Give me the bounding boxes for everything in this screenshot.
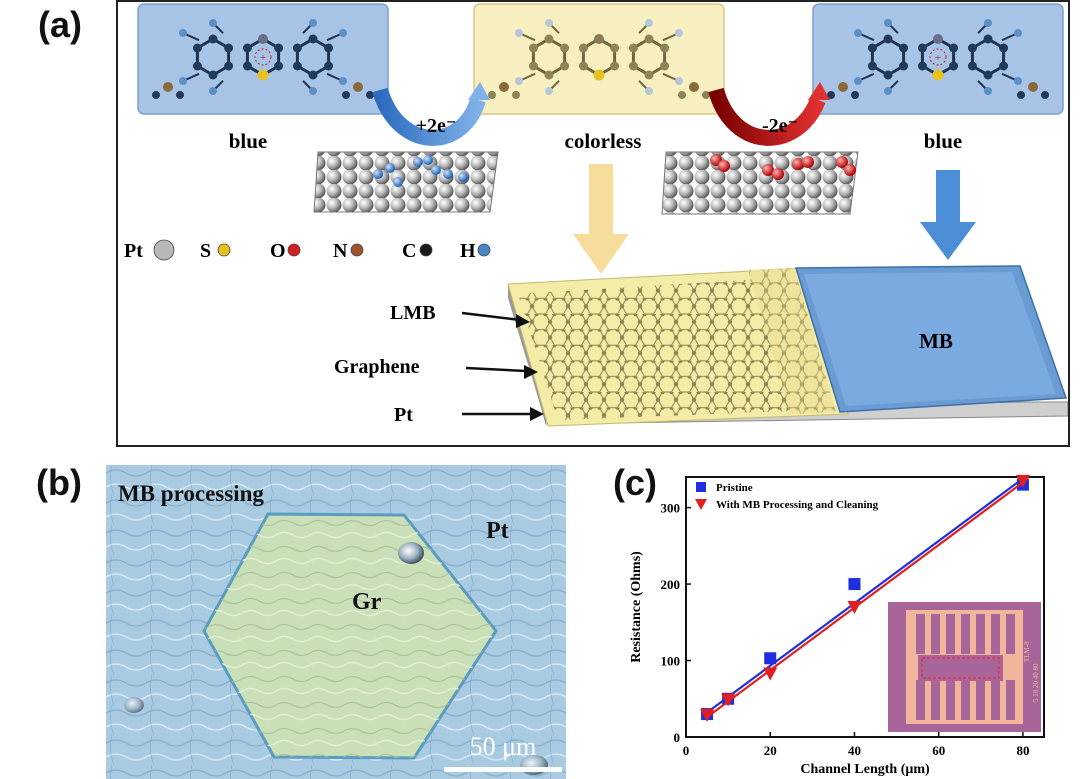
legend-label: Pristine bbox=[716, 482, 753, 494]
data-point bbox=[847, 601, 862, 614]
legend-symbol-Pt: Pt bbox=[124, 240, 143, 262]
panel-label-a: (a) bbox=[38, 4, 82, 45]
graphene-label: Graphene bbox=[334, 356, 420, 378]
panel-a-schematic: + + blue colorless blue +2e⁻ -2e⁻ bbox=[116, 0, 1070, 447]
legend-symbol-H: H bbox=[460, 240, 476, 262]
down-arrow-blue bbox=[920, 170, 976, 260]
molecule-box-blue-left: + bbox=[137, 3, 389, 115]
inset-text: 5 10 20 40 80 bbox=[1032, 663, 1040, 702]
y-axis-label: Resistance (Ohms) bbox=[629, 551, 644, 663]
legend-symbol-S: S bbox=[200, 240, 211, 262]
legend-atom-C bbox=[419, 243, 433, 257]
x-tick-label: 40 bbox=[848, 743, 861, 758]
fit-line bbox=[706, 477, 1024, 714]
legend-symbol-N: N bbox=[333, 240, 348, 262]
inset-text: TLM-8 bbox=[1023, 641, 1031, 662]
data-point bbox=[763, 667, 778, 681]
pt-region-label: Pt bbox=[486, 518, 509, 544]
data-point bbox=[1015, 474, 1030, 488]
oxidation-arrow: -2e⁻ bbox=[708, 82, 830, 146]
x-tick-label: 80 bbox=[1016, 743, 1029, 758]
legend-atom-H bbox=[477, 243, 491, 257]
state-label-right: blue bbox=[924, 129, 963, 153]
graphene-lattice bbox=[518, 278, 818, 420]
y-tick-label: 100 bbox=[661, 654, 681, 669]
legend-atom-S bbox=[217, 243, 231, 257]
data-point bbox=[721, 693, 736, 707]
fit-line bbox=[706, 481, 1024, 719]
pt-slab-left bbox=[313, 151, 499, 213]
svg-text:+: + bbox=[260, 52, 266, 64]
legend-label: With MB Processing and Cleaning bbox=[716, 499, 879, 511]
legend-symbol-C: C bbox=[402, 240, 416, 262]
legend-marker bbox=[696, 482, 706, 492]
micrograph-svg: MB processing Gr Pt 50 μm bbox=[106, 465, 566, 779]
x-tick-label: 0 bbox=[683, 743, 690, 758]
data-point bbox=[764, 652, 777, 665]
electron-label-plus: +2e⁻ bbox=[416, 115, 457, 137]
schematic-svg: + + blue colorless blue +2e⁻ -2e⁻ bbox=[124, 3, 1068, 427]
pt-slab-right bbox=[661, 151, 859, 215]
y-tick-label: 0 bbox=[674, 730, 681, 745]
legend-atom-N bbox=[350, 243, 364, 257]
atom-legend: Pt S O N C H bbox=[124, 239, 491, 262]
electron-label-minus: -2e⁻ bbox=[762, 115, 798, 137]
svg-text:+: + bbox=[935, 52, 941, 64]
y-tick-label: 200 bbox=[661, 577, 681, 592]
x-tick-label: 60 bbox=[932, 743, 945, 758]
mb-label: MB bbox=[919, 329, 953, 353]
panel-label-c: (c) bbox=[613, 462, 657, 503]
x-axis-label: Channel Length (μm) bbox=[800, 762, 930, 777]
graphene-pointer bbox=[465, 366, 527, 373]
bubble bbox=[398, 542, 424, 564]
legend-marker bbox=[695, 499, 707, 510]
legend-symbol-O: O bbox=[270, 240, 286, 262]
y-tick-label: 300 bbox=[661, 501, 681, 516]
panel-label-b: (b) bbox=[36, 462, 82, 503]
panel-b-micrograph: MB processing Gr Pt 50 μm bbox=[106, 465, 566, 779]
scale-bar bbox=[444, 767, 562, 772]
gr-label: Gr bbox=[352, 589, 382, 615]
series-1 bbox=[700, 474, 1030, 722]
x-tick-label: 20 bbox=[764, 743, 777, 758]
data-point bbox=[700, 708, 715, 722]
legend-atom-Pt bbox=[153, 239, 175, 261]
device: MB bbox=[507, 265, 1068, 427]
state-label-middle: colorless bbox=[565, 129, 642, 153]
data-point bbox=[848, 578, 861, 591]
legend-atom-O bbox=[287, 243, 301, 257]
molecule-box-colorless bbox=[473, 3, 725, 115]
lmb-label: LMB bbox=[390, 302, 436, 324]
pt-label: Pt bbox=[394, 404, 413, 426]
scale-bar-label: 50 μm bbox=[470, 732, 537, 761]
lmb-pointer bbox=[461, 311, 521, 322]
device-inset-photo: TLM-85 10 20 40 80 bbox=[888, 602, 1041, 732]
reduction-arrow: +2e⁻ bbox=[372, 82, 490, 146]
micrograph-title: MB processing bbox=[118, 481, 264, 506]
down-arrow-yellow bbox=[573, 164, 629, 274]
state-label-left: blue bbox=[229, 129, 268, 153]
molecule-box-blue-right: + bbox=[812, 3, 1064, 115]
